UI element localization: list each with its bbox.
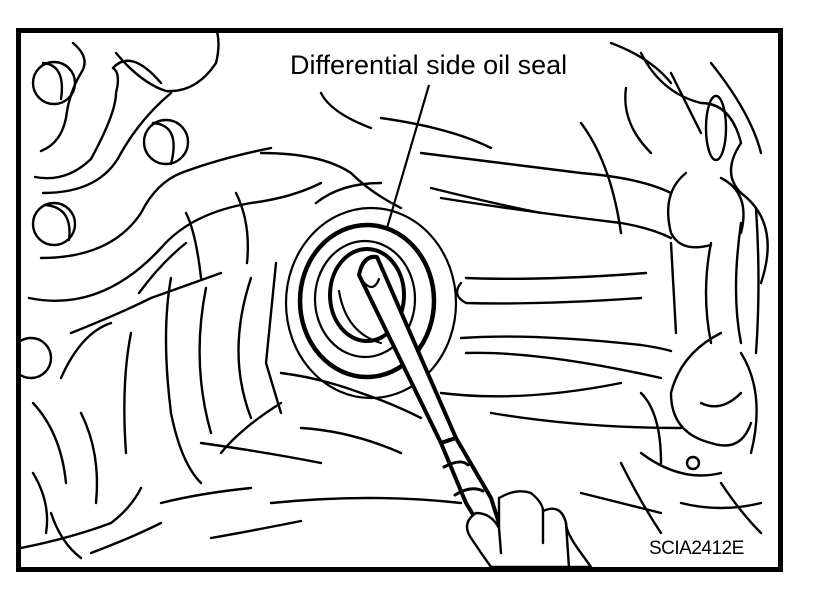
bolt-boss-icon [21, 60, 190, 380]
illustration-frame: Differential side oil seal SCIA2412E [16, 28, 783, 572]
transaxle-case-drawing [21, 33, 769, 560]
screwdriver-icon [357, 254, 501, 533]
callout-leader-line [385, 84, 431, 229]
oil-seal-icon [284, 206, 458, 400]
hand-icon [465, 490, 593, 567]
figure-id: SCIA2412E [649, 538, 744, 559]
callout-label: Differential side oil seal [286, 48, 572, 82]
